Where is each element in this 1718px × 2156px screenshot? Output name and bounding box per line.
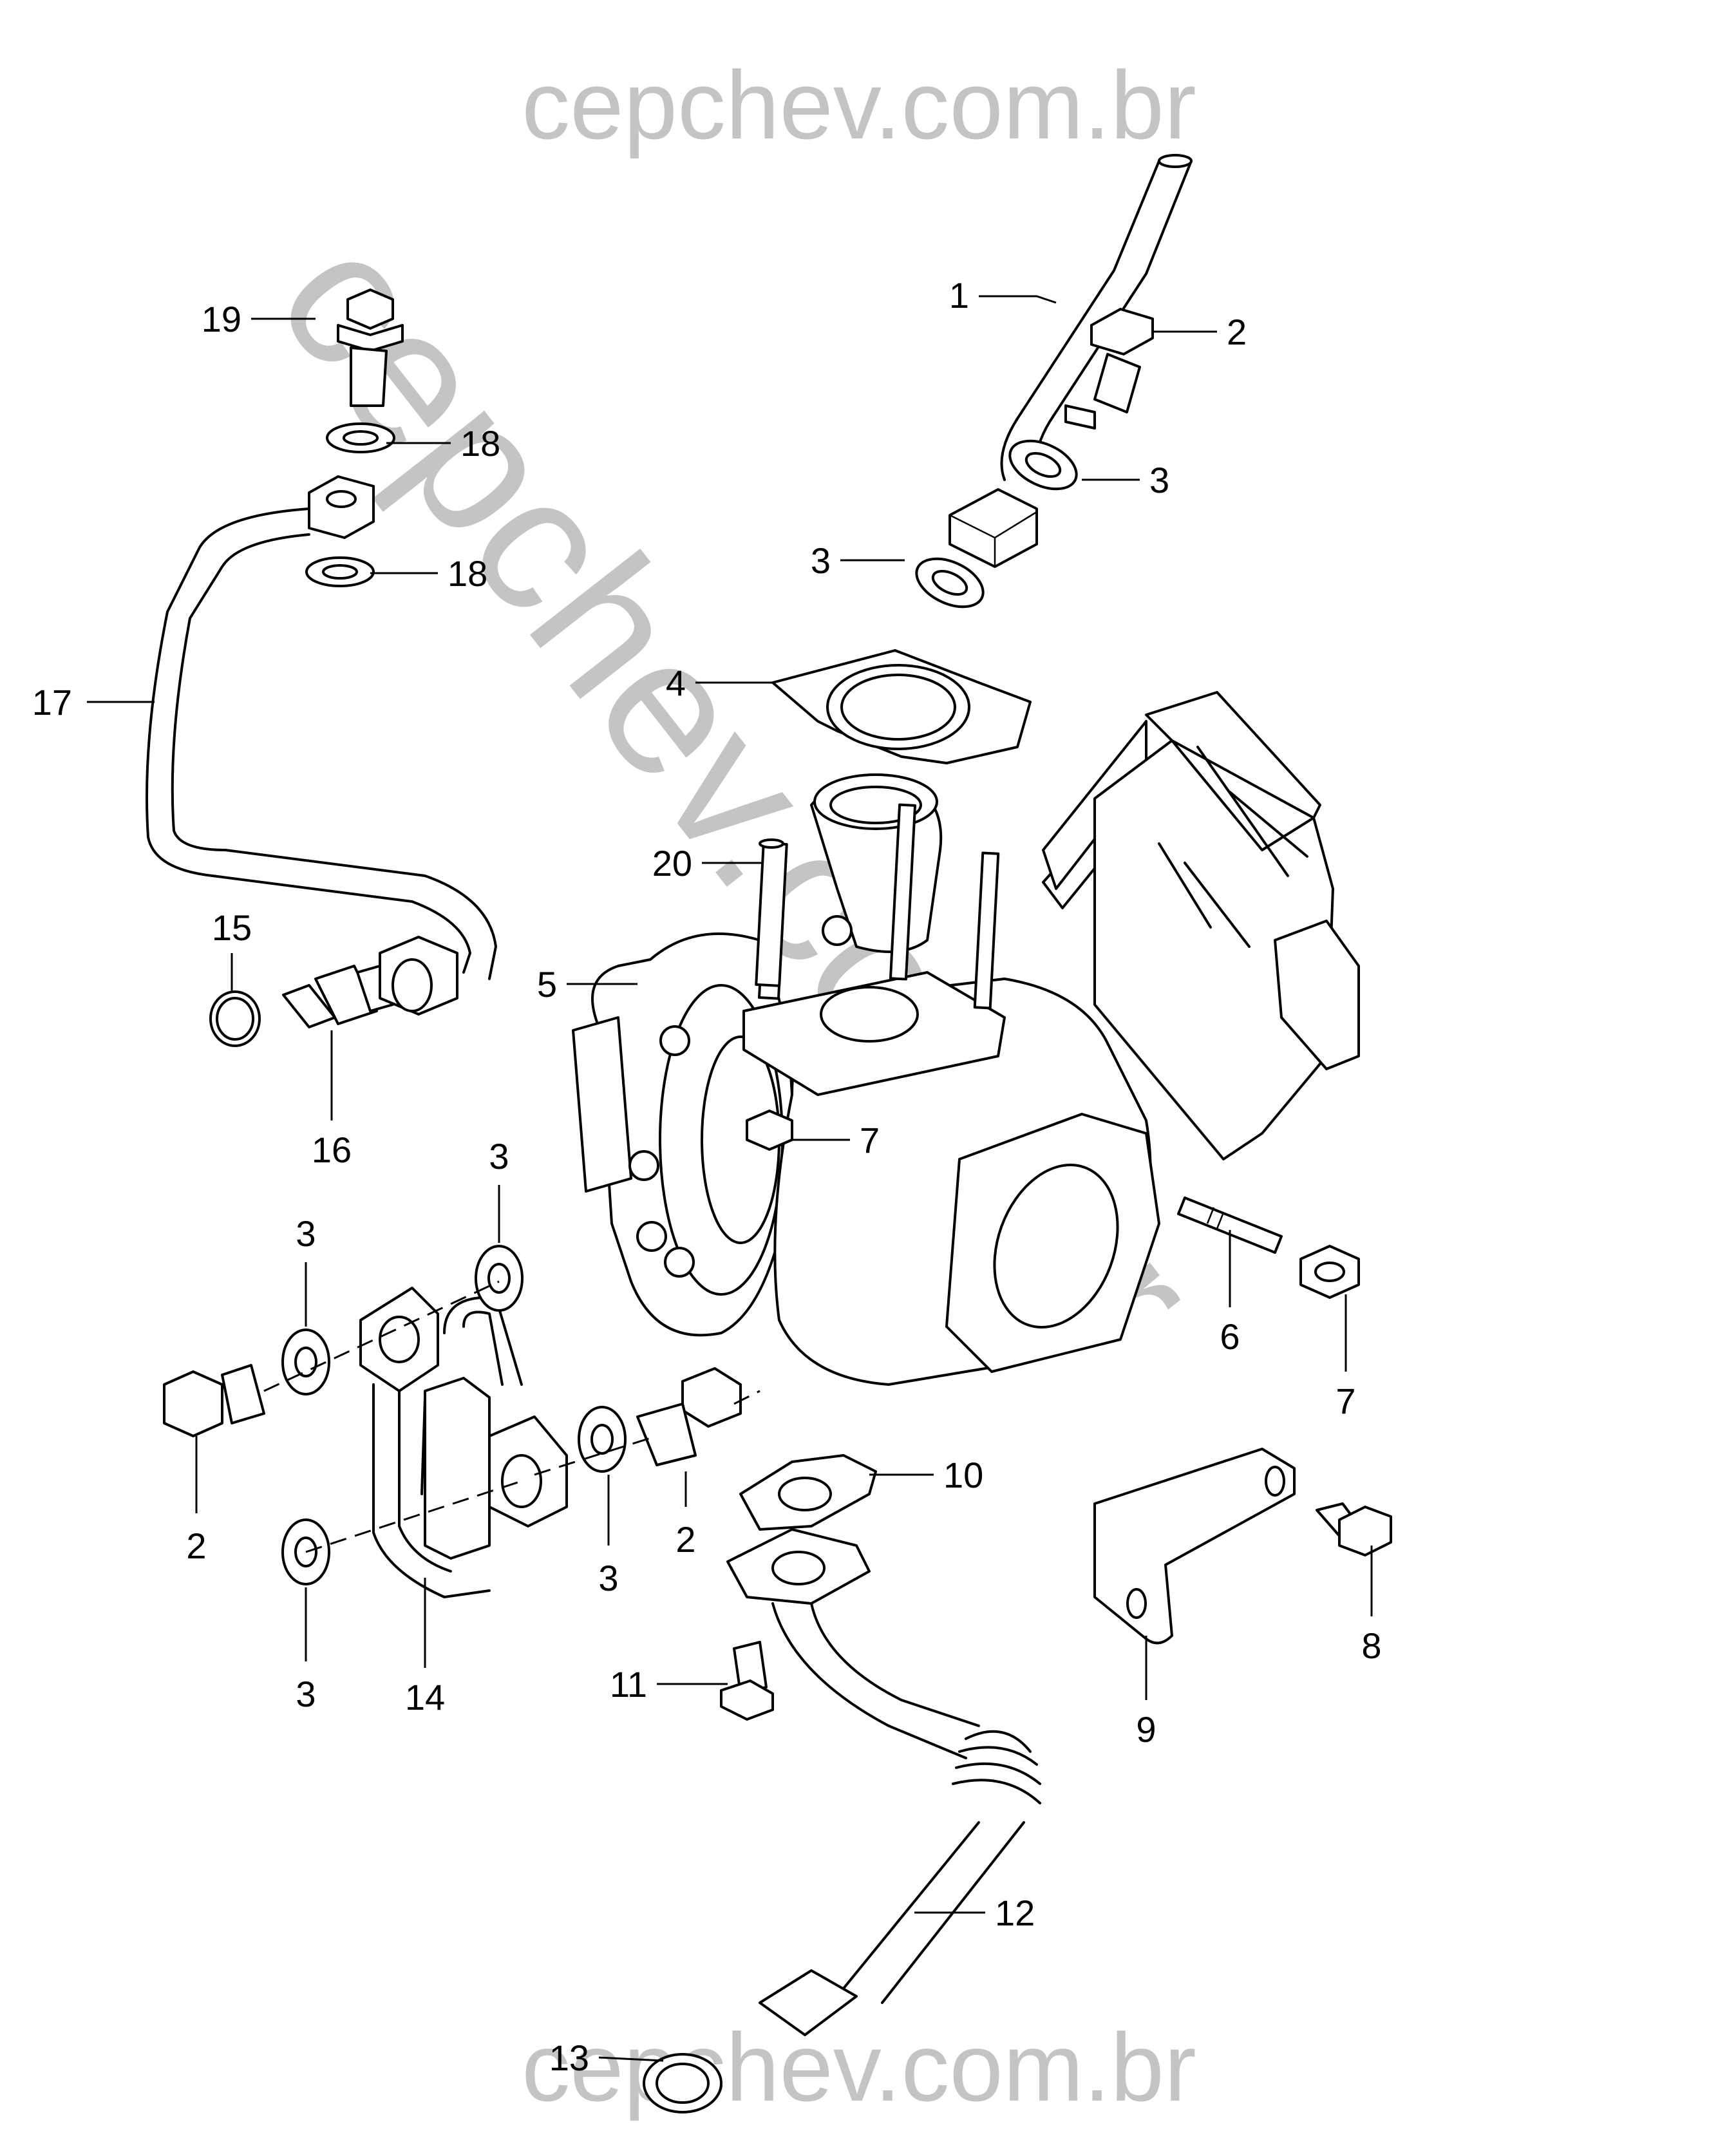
part-1-pipe	[949, 154, 1193, 568]
callout-11: 11	[610, 1664, 647, 1705]
part-14-tube-assembly	[359, 1287, 568, 1598]
callout-3-left-b: 3	[489, 1136, 509, 1177]
part-18-washer-lower	[305, 556, 375, 587]
callout-16: 16	[312, 1130, 352, 1170]
callout-1: 1	[949, 275, 969, 316]
part-2-bolt-left	[163, 1364, 265, 1437]
part-20-stud	[755, 838, 788, 987]
part-17-banjo-eye	[308, 475, 375, 539]
callout-labels: 1 2 3 3 4 20 5 7 6 7 8 9 10 11 12 13 14 …	[32, 275, 1382, 2078]
callout-13: 13	[549, 2038, 589, 2078]
part-5-turbocharger	[572, 691, 1360, 1386]
part-12-drain-pipe	[643, 1528, 1041, 2113]
part-6-stud-right	[1177, 1196, 1283, 1254]
part-4-gasket	[771, 649, 1032, 764]
part-3-washer-left-a	[281, 1329, 330, 1395]
part-2-bolt-right	[636, 1367, 742, 1466]
callout-17: 17	[32, 682, 72, 723]
callout-4: 4	[666, 663, 686, 703]
callout-2-top: 2	[1227, 312, 1247, 352]
part-9-bracket	[1093, 1448, 1296, 1645]
part-16-adapter	[282, 965, 394, 1028]
watermark-top: cepchev.com.br	[522, 51, 1196, 159]
part-3-washer-top-b	[915, 557, 985, 609]
callout-12: 12	[995, 1893, 1035, 1933]
part-3-washer-left-b	[475, 1245, 524, 1312]
callout-2-right: 2	[675, 1519, 695, 1560]
callout-3-left-d: 3	[296, 1674, 316, 1714]
part-19-banjo-bolt	[337, 288, 404, 407]
callout-14: 14	[405, 1677, 445, 1717]
part-3-washer-top-a	[1008, 439, 1078, 491]
callout-18-upper: 18	[460, 423, 500, 464]
callout-18-lower: 18	[448, 553, 487, 594]
part-7-nut-right	[1299, 1245, 1360, 1299]
callout-6: 6	[1220, 1316, 1240, 1357]
part-17-pipe-nut	[379, 936, 458, 1016]
callout-15: 15	[212, 907, 252, 948]
part-10-gasket	[739, 1454, 877, 1531]
callout-3-top-a: 3	[1149, 460, 1169, 500]
part-2-bolt-top	[1064, 308, 1154, 430]
part-11-bolt	[720, 1641, 774, 1721]
callout-5: 5	[537, 964, 557, 1005]
callout-7-upper: 7	[860, 1120, 880, 1160]
callout-3-top-b: 3	[811, 540, 831, 581]
part-3-washer-left-c	[578, 1406, 627, 1473]
watermark-bottom: cepchev.com.br	[522, 2013, 1196, 2121]
callout-20: 20	[652, 843, 692, 884]
callout-3-left-a: 3	[296, 1213, 316, 1254]
callout-8: 8	[1361, 1625, 1381, 1666]
callout-9: 9	[1136, 1709, 1156, 1750]
leader-lines	[87, 295, 1373, 2062]
part-15-o-ring	[209, 990, 261, 1047]
part-18-washer-upper	[326, 422, 395, 453]
alignment-lines	[263, 1280, 760, 1553]
callout-19: 19	[202, 299, 241, 339]
part-8-bolt	[1316, 1502, 1392, 1556]
callout-2-left: 2	[186, 1526, 206, 1566]
part-17-oil-feed-pipe	[146, 507, 497, 980]
callout-3-left-c: 3	[598, 1558, 618, 1598]
part-7-nut-upper	[746, 1110, 793, 1151]
callout-7-right: 7	[1336, 1381, 1355, 1421]
callout-10: 10	[943, 1455, 983, 1495]
